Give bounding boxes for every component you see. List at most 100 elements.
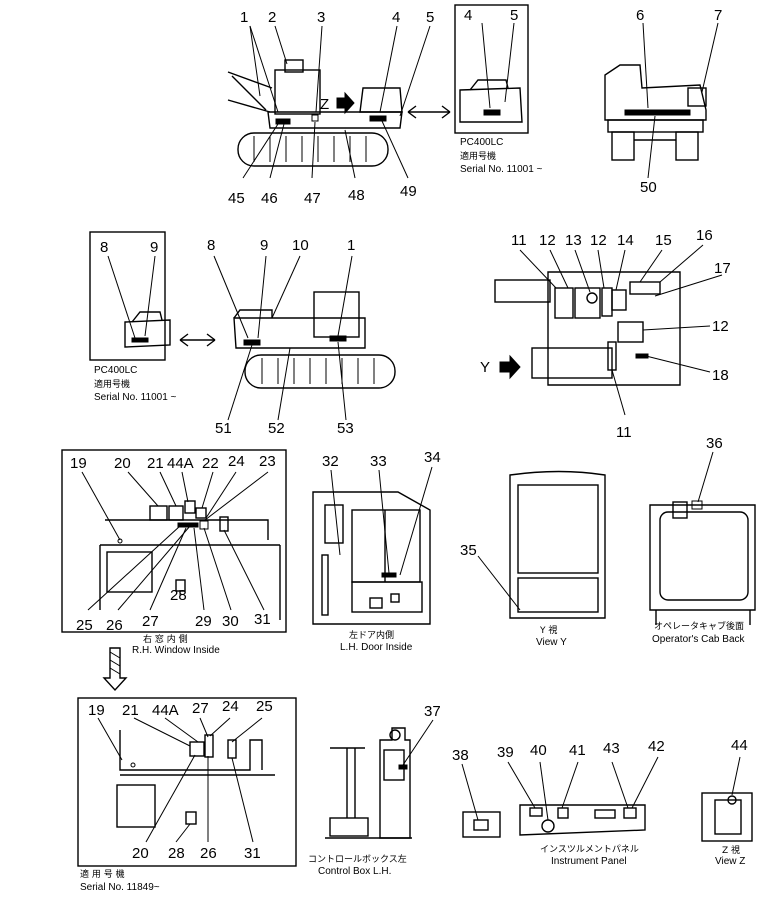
callout: 6 — [636, 7, 644, 24]
caption-view-z-en: View Z — [715, 856, 745, 867]
caption-pc400-mid-model: PC400LC — [94, 365, 137, 376]
instrument-panel — [462, 804, 646, 838]
double-arrow-2 — [179, 333, 216, 347]
caption-rh-window-en: R.H. Window Inside — [132, 645, 220, 656]
callout: 33 — [370, 453, 387, 470]
callout: 25 — [76, 617, 93, 634]
caption-pc400-top-serial: Serial No. 11001 ~ — [460, 164, 543, 175]
callout: 41 — [569, 742, 586, 759]
leader-lines — [81, 22, 741, 843]
caption-cab-back-jp: オペレータキャブ後面 — [654, 620, 744, 632]
callout: 50 — [640, 179, 657, 196]
callout: 20 — [132, 845, 149, 862]
down-arrow — [102, 647, 128, 692]
callout: 17 — [714, 260, 731, 277]
caption-pc400-top-model: PC400LC — [460, 137, 503, 148]
callout: 5 — [510, 7, 518, 24]
callout: 4 — [392, 9, 400, 26]
window-serial-11849 — [77, 697, 297, 867]
callout: 31 — [244, 845, 261, 862]
callout: 39 — [497, 744, 514, 761]
callout: 38 — [452, 747, 469, 764]
callout: 27 — [192, 700, 209, 717]
callout-numbers: 1 2 3 4 5 4 5 6 7 45 46 47 48 49 50 8 9 … — [70, 7, 748, 862]
callout: 53 — [337, 420, 354, 437]
callout: 19 — [88, 702, 105, 719]
callout: 19 — [70, 455, 87, 472]
cab-plan-view — [494, 271, 681, 386]
caption-cab-back-en: Operator's Cab Back — [652, 634, 746, 645]
z-arrow-letter: Z — [320, 96, 329, 113]
callout: 11 — [616, 424, 632, 441]
callout: 36 — [706, 435, 723, 452]
callout: 23 — [259, 453, 276, 470]
callout: 52 — [268, 420, 285, 437]
callout: 24 — [228, 453, 245, 470]
captions: PC400LC 適用号機 Serial No. 11001 ~ PC400LC … — [80, 137, 746, 893]
callout: 2 — [268, 9, 276, 26]
callout: 40 — [530, 742, 547, 759]
callout: 14 — [617, 232, 634, 249]
callout: 34 — [424, 449, 441, 466]
inset-pc400-top — [454, 4, 529, 134]
y-arrow-letter: Y — [480, 359, 490, 376]
caption-view-y-jp: Y 視 — [539, 624, 557, 636]
callout: 1 — [347, 237, 355, 254]
excavator-side-view — [227, 59, 403, 167]
callout: 20 — [114, 455, 131, 472]
callout: 21 — [147, 455, 164, 472]
inset-pc400-mid — [89, 231, 171, 361]
caption-lh-door-en: L.H. Door Inside — [340, 642, 413, 653]
caption-instrument-en: Instrument Panel — [551, 856, 627, 867]
callout: 28 — [170, 587, 187, 604]
callout: 13 — [565, 232, 582, 249]
callout: 21 — [122, 702, 139, 719]
callout: 51 — [215, 420, 232, 437]
view-y — [509, 470, 606, 619]
callout: 37 — [424, 703, 441, 720]
callout: 18 — [712, 367, 729, 384]
view-z — [701, 792, 753, 842]
callout: 29 — [195, 613, 212, 630]
callout: 12 — [539, 232, 556, 249]
callout: 26 — [200, 845, 217, 862]
caption-rh-window-jp: 右 窓 内 側 — [143, 633, 188, 645]
caption-view-z-jp: Z 視 — [722, 844, 740, 856]
callout: 4 — [464, 7, 472, 24]
caption-pc400-mid-jp: 適用号機 — [94, 378, 130, 390]
callout: 28 — [168, 845, 185, 862]
callout: 32 — [322, 453, 339, 470]
caption-serial-11849-en: Serial No. 11849~ — [80, 882, 160, 893]
callout: 24 — [222, 698, 239, 715]
callout: 8 — [100, 239, 108, 256]
caption-control-box-en: Control Box L.H. — [318, 866, 391, 877]
callout: 48 — [348, 187, 365, 204]
caption-control-box-jp: コントロールボックス左 — [308, 853, 407, 865]
caption-pc400-mid-serial: Serial No. 11001 ~ — [94, 392, 177, 403]
callout: 35 — [460, 542, 477, 559]
callout: 16 — [696, 227, 713, 244]
callout: 45 — [228, 190, 245, 207]
callout: 26 — [106, 617, 123, 634]
callout: 44A — [152, 702, 179, 719]
callout: 25 — [256, 698, 273, 715]
excavator-rear-view — [604, 64, 707, 161]
callout: 42 — [648, 738, 665, 755]
callout: 44A — [167, 455, 194, 472]
operator-cab-back — [649, 500, 756, 625]
callout: 47 — [304, 190, 321, 207]
callout: 12 — [712, 318, 729, 335]
caption-serial-11849-jp: 適 用 号 機 — [80, 868, 125, 880]
caption-lh-door-jp: 左ドア内側 — [349, 629, 394, 641]
rh-window-inside — [61, 449, 287, 633]
caption-pc400-top-jp: 適用号機 — [460, 150, 496, 162]
callout: 15 — [655, 232, 672, 249]
callout: 49 — [400, 183, 417, 200]
callout: 44 — [731, 737, 748, 754]
callout: 3 — [317, 9, 325, 26]
callout: 31 — [254, 611, 271, 628]
callout: 22 — [202, 455, 219, 472]
callout: 27 — [142, 613, 159, 630]
